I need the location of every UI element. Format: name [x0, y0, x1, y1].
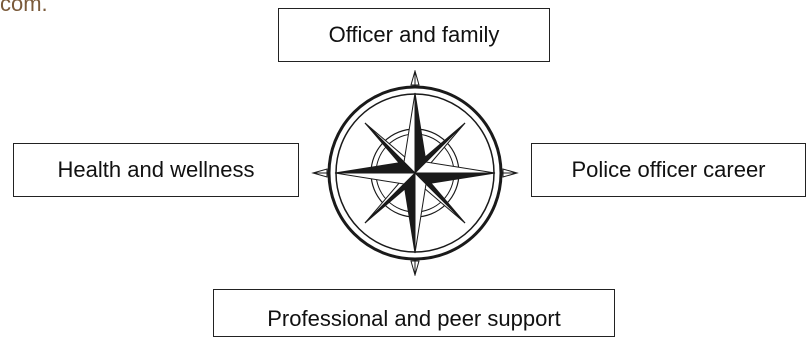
- node-police-career: Police officer career: [531, 143, 806, 197]
- node-health-wellness: Health and wellness: [13, 143, 299, 197]
- compass-rose-icon: [311, 70, 519, 276]
- node-officer-family: Officer and family: [278, 8, 550, 62]
- page-text-fragment: com.: [0, 0, 48, 16]
- node-professional-peer-support: Professional and peer support: [213, 289, 615, 337]
